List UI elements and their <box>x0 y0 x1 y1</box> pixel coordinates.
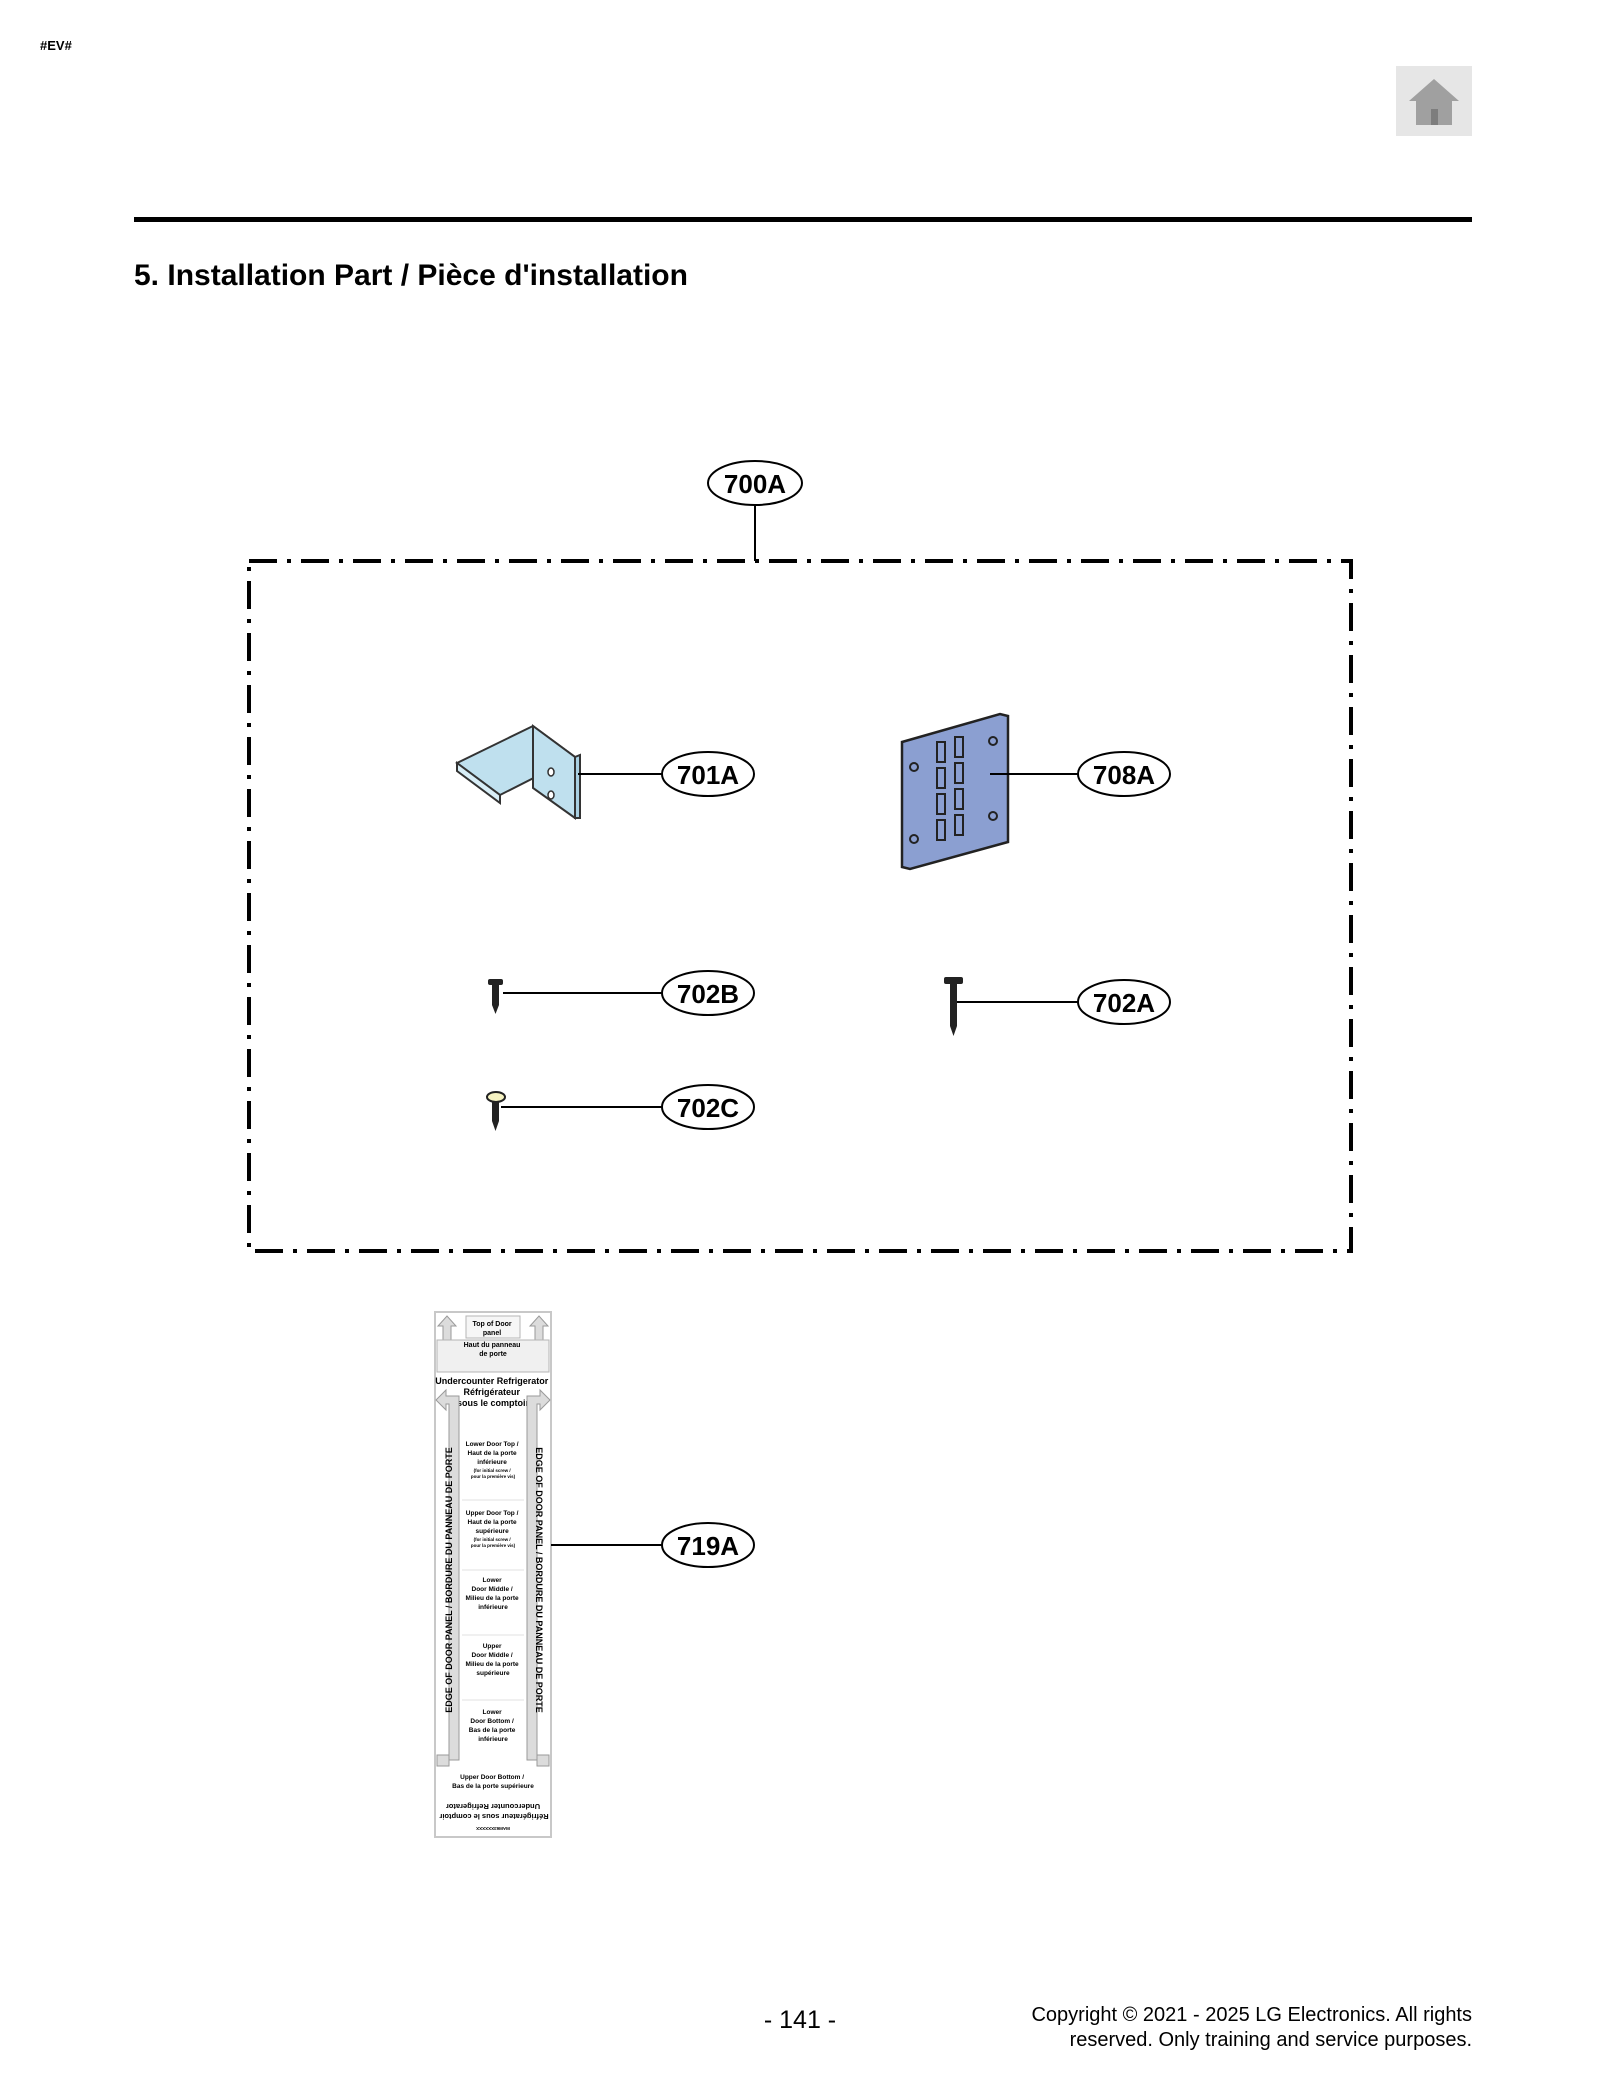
page-number: - 141 - <box>763 2006 837 2034</box>
callout-702C[interactable]: 702C <box>661 1084 755 1130</box>
screw-702B <box>488 979 503 1014</box>
svg-text:MAM63XXXXXX: MAM63XXXXXX <box>476 1826 510 1831</box>
svg-text:Lower Door Bottom /: Lower Door Bottom / Bas de la porte infé… <box>469 1709 517 1743</box>
svg-text:Upper Door Bottom / Bas: Upper Door Bottom / Bas de la porte supé… <box>452 1774 534 1790</box>
copyright-line-1: Copyright © 2021 - 2025 LG Electronics. … <box>1031 2004 1472 2026</box>
door-panel-template: Top of Door panel Haut du panneau de por… <box>434 1311 552 1838</box>
header-rule <box>134 217 1472 222</box>
group-box-700A <box>247 559 1353 1253</box>
screw-702C <box>486 1091 506 1131</box>
svg-text:Upper Door Middle /: Upper Door Middle / Milieu de la porte s… <box>466 1643 521 1677</box>
svg-text:702B: 702B <box>677 979 739 1009</box>
svg-text:Réfrigérateur sous le comptoir: Réfrigérateur sous le comptoir Undercoun… <box>437 1802 548 1821</box>
svg-text:Undercounter Refrigerator: Undercounter Refrigerator Réfrigérateur … <box>435 1376 551 1408</box>
callout-700A[interactable]: 700A <box>707 460 803 506</box>
svg-text:Lower Door Top / Haut de: Lower Door Top / Haut de la porte inféri… <box>466 1441 521 1479</box>
svg-text:Upper Door Top / Haut de: Upper Door Top / Haut de la porte supéri… <box>466 1510 520 1548</box>
callout-702B[interactable]: 702B <box>661 970 755 1016</box>
svg-text:701A: 701A <box>677 760 739 790</box>
home-icon <box>1409 79 1459 125</box>
callout-719A[interactable]: 719A <box>661 1522 755 1568</box>
copyright-notice: Copyright © 2021 - 2025 LG Electronics. … <box>1031 2003 1472 2053</box>
callout-708A[interactable]: 708A <box>1077 751 1171 797</box>
svg-text:719A: 719A <box>677 1531 739 1561</box>
svg-text:EDGE OF DOOR PANEL / BORDURE D: EDGE OF DOOR PANEL / BORDURE DU PANNEAU … <box>534 1447 544 1713</box>
svg-text:EDGE OF DOOR PANEL / BORDURE D: EDGE OF DOOR PANEL / BORDURE DU PANNEAU … <box>444 1447 454 1713</box>
callout-702A[interactable]: 702A <box>1077 979 1171 1025</box>
copyright-line-2: reserved. Only training and service purp… <box>1069 2029 1472 2051</box>
svg-text:Lower Door Middle /: Lower Door Middle / Milieu de la porte i… <box>466 1577 521 1611</box>
document-tag: #EV# <box>40 38 72 53</box>
hinge-plate-part <box>900 712 1010 871</box>
callout-701A[interactable]: 701A <box>661 751 755 797</box>
svg-text:702C: 702C <box>677 1093 739 1123</box>
svg-text:708A: 708A <box>1093 760 1155 790</box>
section-title: 5. Installation Part / Pièce d'installat… <box>134 259 688 292</box>
home-button[interactable] <box>1396 66 1472 136</box>
svg-text:Top of Door panel: Top of Door panel Haut du panneau de por… <box>464 1321 523 1358</box>
bracket-part <box>455 724 581 820</box>
installation-parts-diagram: 700A 701A 708A <box>247 460 1353 1838</box>
screw-702A <box>944 977 963 1036</box>
svg-text:700A: 700A <box>724 469 786 499</box>
svg-text:702A: 702A <box>1093 988 1155 1018</box>
